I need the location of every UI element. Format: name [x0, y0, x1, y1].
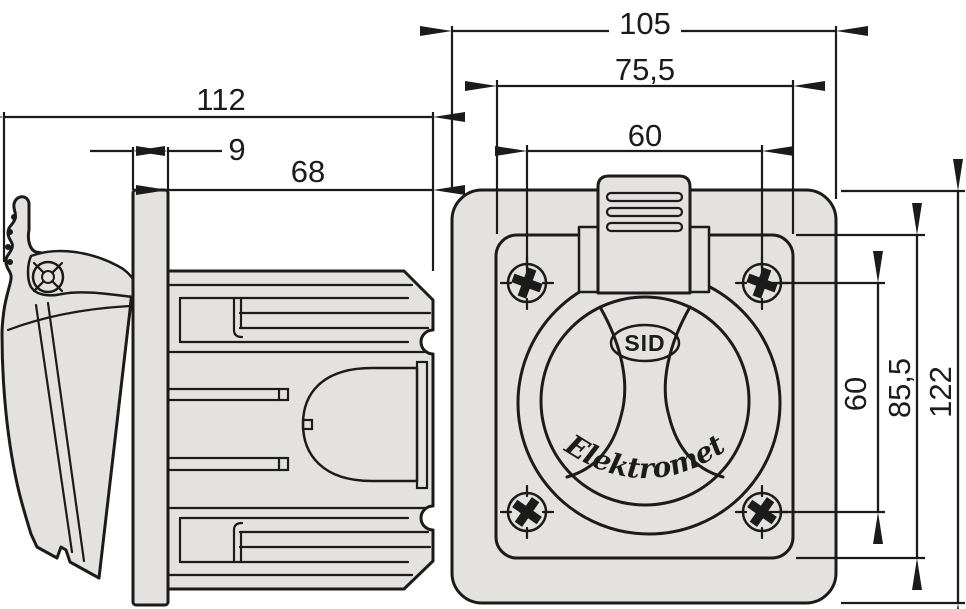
body-outline — [166, 269, 435, 591]
screw-top-right — [734, 255, 790, 311]
lid-dome-curve-right — [663, 305, 725, 479]
latch-tab-outline — [596, 174, 692, 295]
screw-bottom-right — [734, 484, 790, 540]
dim-label-cover-width: 75,5 — [615, 52, 675, 87]
dim-label-body-depth: 68 — [291, 154, 325, 189]
latch-groove — [605, 221, 684, 233]
screw-top-left — [499, 255, 555, 311]
dim-label-cover-height: 85,5 — [882, 358, 917, 418]
front-dimensions: 105 75,5 60 60 85,5 122 — [420, 6, 965, 609]
sid-badge-label: SID — [624, 330, 665, 356]
latch-groove — [605, 191, 684, 203]
fixing-screws — [499, 255, 790, 540]
dim-label-screw-width: 60 — [628, 118, 662, 153]
dim-label-overall-depth: 112 — [196, 82, 245, 117]
lid-dome-curve-left — [565, 305, 627, 479]
latch-groove — [605, 206, 684, 218]
body-ribs-top — [166, 283, 432, 354]
dim-label-overall-height: 122 — [923, 366, 958, 418]
front-view: SID Elektromet 105 75,5 — [420, 6, 965, 609]
body-mid-rails — [166, 387, 290, 472]
cable-boss — [301, 360, 429, 490]
hinge-arm — [26, 249, 135, 299]
hinge-support-right — [688, 225, 711, 294]
side-view: 112 9 68 — [0, 82, 465, 607]
dim-label-flange-thickness: 9 — [228, 132, 245, 167]
side-dimensions: 112 9 68 — [0, 82, 465, 271]
hinge-pivot — [31, 260, 65, 294]
flap-face-line — [6, 304, 132, 332]
screw-bottom-left — [499, 484, 555, 540]
flange-plate — [131, 188, 170, 607]
socket-body — [166, 269, 435, 591]
sid-badge: SID — [609, 323, 681, 363]
hinge-support-left — [577, 225, 600, 294]
dim-label-screw-height: 60 — [838, 377, 873, 411]
lid-outline — [539, 295, 751, 507]
body-ribs-bottom — [166, 506, 432, 577]
spring-teeth — [5, 214, 17, 265]
dim-label-overall-width: 105 — [619, 6, 671, 41]
socket-lid: SID Elektromet — [539, 295, 751, 507]
flap-edge-line-1 — [34, 303, 74, 554]
latch-tab — [596, 174, 692, 295]
flap-edge-line-2 — [46, 301, 86, 563]
